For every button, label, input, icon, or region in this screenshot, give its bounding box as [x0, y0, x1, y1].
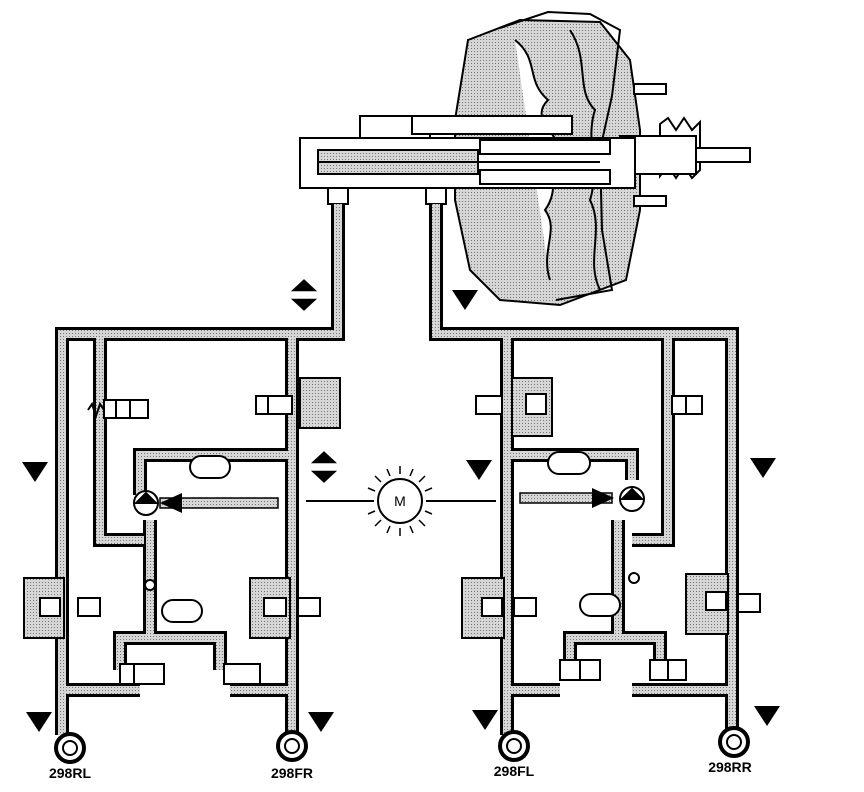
- solenoid-valve: [87, 399, 149, 420]
- check-valve: [144, 579, 156, 591]
- flow-arrow-down-icon: [308, 712, 334, 732]
- wheel-cylinders: [54, 726, 750, 764]
- brake-booster: [299, 10, 751, 307]
- flow-arrow-down-icon: [466, 460, 492, 480]
- accumulator: [579, 593, 621, 617]
- solenoid-valve: [255, 395, 293, 415]
- flow-arrow-up-down-icon: [290, 279, 318, 311]
- wheel-label-fr: 298FR: [271, 765, 313, 781]
- valve-housing: [299, 377, 341, 429]
- motor-rays: [365, 466, 435, 536]
- valves: [23, 377, 761, 685]
- wheel-label-fl: 298FL: [494, 763, 535, 779]
- hydraulic-lines: [55, 204, 739, 735]
- motor-icon: [377, 478, 423, 524]
- wheel-label-rr: 298RR: [708, 759, 752, 775]
- wheel-label-rl: 298RL: [49, 765, 91, 781]
- check-valve: [628, 572, 640, 584]
- flow-arrow-down-icon: [472, 710, 498, 730]
- pump-motor: M: [159, 466, 614, 536]
- accumulator: [547, 451, 591, 475]
- accumulator: [189, 455, 231, 479]
- accumulator: [161, 599, 203, 623]
- flow-arrow-down-icon: [452, 290, 478, 310]
- flow-arrow-down-icon: [750, 458, 776, 478]
- wheel-labels: 298RL 298FR 298FL 298RR: [49, 759, 752, 781]
- flow-arrow-down-icon: [26, 712, 52, 732]
- flow-arrow-up-down-icon: [310, 451, 338, 483]
- motor-label: M: [394, 493, 406, 509]
- flow-arrow-down-icon: [754, 706, 780, 726]
- flow-arrow-down-icon: [22, 462, 48, 482]
